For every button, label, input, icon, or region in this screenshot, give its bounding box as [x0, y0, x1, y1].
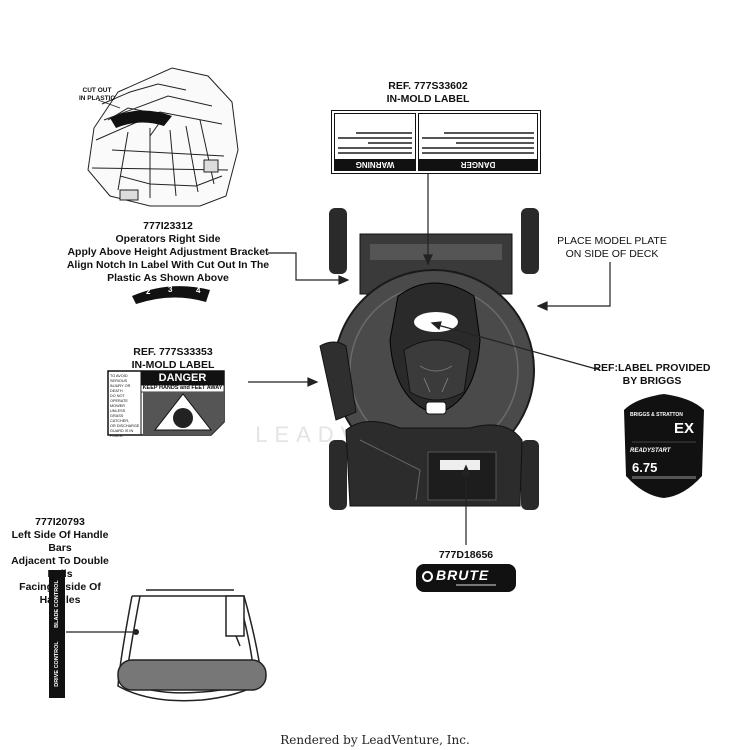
leader-lines: [66, 172, 611, 633]
briggs-brand-text: BRIGGS & STRATTON: [630, 412, 683, 418]
danger-keep-hands-decal: DANGER KEEP HANDS and FEET AWAY TO AVOID…: [107, 370, 225, 439]
handle-control-decal: BLADE CONTROL DRIVE CONTROL: [49, 570, 65, 698]
brute-underline: [456, 584, 496, 586]
danger-side-line-5: GRASS CATCHER,: [110, 414, 130, 423]
ref-777s33353-line-1: REF. 777S33353: [133, 346, 213, 358]
handle-decal-location-dot: [133, 629, 139, 635]
warning-panel: WARNING: [334, 113, 416, 171]
handle-bar-sketch: [117, 589, 267, 702]
warning-panel-header: WARNING: [335, 159, 415, 170]
briggs-readystart-text: READYSTART: [630, 448, 671, 454]
ref-briggs-line-2: BY BRIGGS: [622, 375, 682, 387]
ref-777s33353-line-2: IN-MOLD LABEL: [131, 359, 215, 371]
wheel-rear-left: [329, 208, 347, 274]
brute-text: BRUTE: [436, 567, 490, 583]
callout-777d18656: 777D18656: [420, 549, 512, 562]
part-number-777d18656: 777D18656: [438, 549, 494, 561]
danger-side-line-6: OR DISCHARGE: [110, 424, 140, 428]
danger-panel-body: [419, 127, 537, 159]
cut-out-in-plastic-note: CUT OUT IN PLASTIC: [72, 87, 122, 103]
height-adjustment-bracket-sketch: [87, 67, 239, 207]
danger-decal-subheader: KEEP HANDS and FEET AWAY: [142, 385, 223, 391]
height-label-numbers: 2 3 4: [138, 285, 210, 300]
height-number-2: 2: [146, 287, 151, 296]
danger-side-line-3: DO NOT OPERATE: [110, 394, 128, 403]
callout-777i23312-line-4: Plastic As Shown Above: [107, 272, 229, 284]
ref-briggs-line-1: REF:LABEL PROVIDED: [593, 362, 711, 374]
callout-ref-777s33602: REF. 777S33602 IN-MOLD LABEL: [368, 80, 488, 106]
height-number-3: 3: [168, 285, 173, 294]
drive-control-text: DRIVE CONTROL: [54, 641, 60, 687]
ref-777s33602-line-1: REF. 777S33602: [388, 80, 468, 92]
briggs-torque-text: 6.75: [632, 460, 658, 475]
wheel-front-right: [521, 440, 539, 510]
part-number-777i20793: 777I20793: [35, 516, 85, 528]
callout-777i23312-line-3: Align Notch In Label With Cut Out In The: [66, 259, 270, 271]
danger-panel-header: DANGER: [419, 159, 537, 170]
danger-decal-side-text: TO AVOID SERIOUS INJURY OR DEATH DO NOT …: [110, 374, 140, 439]
briggs-series-text: EX: [674, 420, 695, 437]
callout-ref-label-briggs: REF:LABEL PROVIDED BY BRIGGS: [592, 362, 712, 388]
footer-credit: Rendered by LeadVenture, Inc.: [280, 733, 470, 747]
callout-ref-777s33353: REF. 777S33353 IN-MOLD LABEL: [118, 346, 228, 372]
briggs-badge-shape: [624, 394, 704, 498]
mower-top-view: [319, 208, 539, 510]
height-label-in-sketch: [110, 110, 172, 128]
part-number-777i23312: 777I23312: [143, 220, 193, 232]
model-plate-line-1: PLACE MODEL PLATE: [557, 235, 667, 247]
cut-out-line-1: CUT OUT: [82, 87, 112, 94]
danger-keep-hands-decal-shape: [107, 370, 225, 436]
callout-777i23312-line-1: Operators Right Side: [115, 233, 221, 245]
danger-side-line-8: PLACE.: [110, 434, 124, 438]
danger-side-line-1: TO AVOID SERIOUS: [110, 374, 128, 383]
briggs-badge: BRIGGS & STRATTON EX READYSTART 6.75: [622, 392, 706, 500]
brute-badge: BRUTE: [416, 564, 516, 592]
ref-777s33602-line-2: IN-MOLD LABEL: [386, 93, 470, 105]
callout-777i23312-line-2: Apply Above Height Adjustment Bracket: [67, 246, 269, 258]
wheel-rear-right: [521, 208, 539, 274]
callout-place-model-plate: PLACE MODEL PLATE ON SIDE OF DECK: [548, 235, 676, 261]
callout-777i23312: 777I23312 Operators Right Side Apply Abo…: [58, 220, 278, 285]
danger-side-line-2: INJURY OR DEATH: [110, 384, 131, 393]
danger-side-line-4: MOWER UNLESS: [110, 404, 126, 413]
side-discharge-chute: [319, 341, 357, 421]
danger-warning-decal-inner: DANGER WARNING: [332, 111, 540, 173]
danger-warning-decal: DANGER WARNING: [331, 110, 541, 174]
height-adjustment-label: [132, 286, 210, 304]
cut-out-line-2: IN PLASTIC: [78, 95, 116, 102]
brute-logo-circle: [422, 571, 433, 582]
danger-side-line-7: GUARD IS IN: [110, 429, 134, 433]
blade-control-text: BLADE CONTROL: [54, 580, 60, 628]
model-plate-line-2: ON SIDE OF DECK: [565, 248, 659, 260]
callout-777i20793-line-1: Left Side Of Handle Bars: [11, 529, 109, 554]
height-number-4: 4: [196, 286, 201, 295]
danger-panel: DANGER: [418, 113, 538, 171]
danger-decal-header: DANGER: [158, 372, 207, 384]
wheel-front-left: [329, 440, 347, 510]
